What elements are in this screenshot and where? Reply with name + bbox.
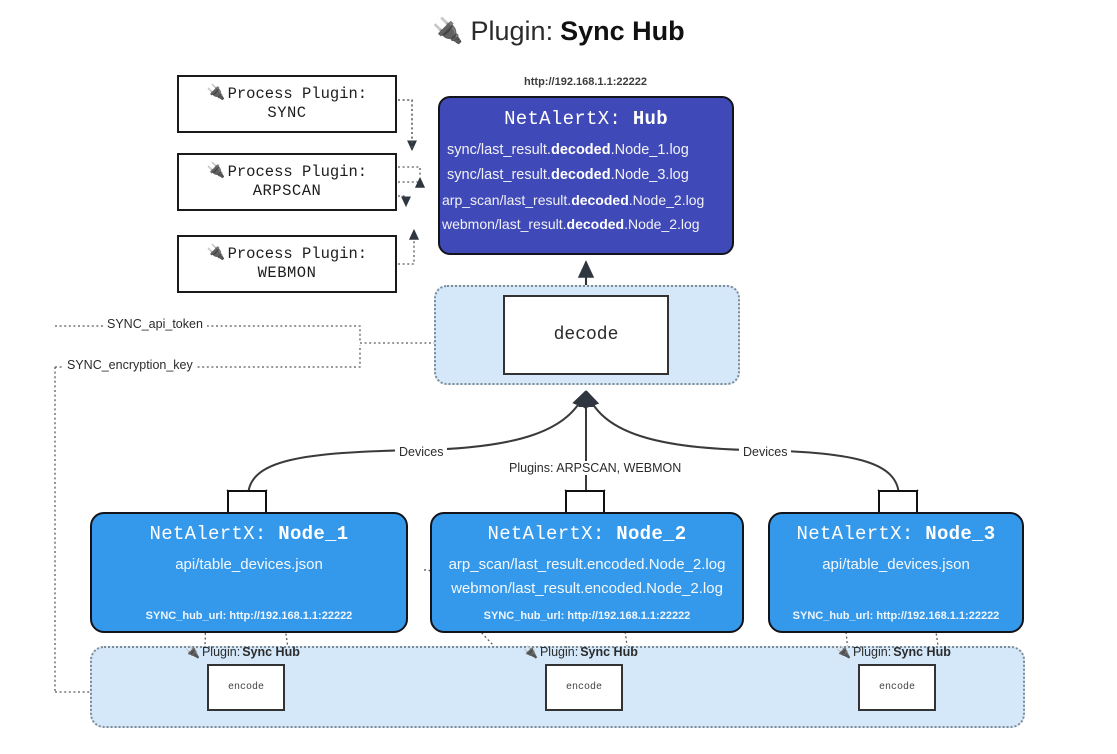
label-sync-encryption-key: SYNC_encryption_key	[63, 358, 197, 372]
hub-log-pre: webmon/last_result.	[442, 215, 567, 232]
node-line: arp_scan/last_result.encoded.Node_2.log	[448, 556, 726, 573]
page-title-prefix: Plugin:	[470, 16, 554, 46]
encode-plugin-label-1: 🔌Plugin: Sync Hub	[185, 645, 300, 659]
label-devices-right: Devices	[739, 445, 792, 459]
node-title: NetAlertX: Node_3	[770, 523, 1022, 545]
process-plugin-label: Process Plugin:	[227, 244, 368, 263]
encode-box-3[interactable]: encode	[858, 664, 936, 711]
hub-log-4: webmon/last_result.decoded.Node_2.log	[440, 212, 732, 236]
node-line: api/table_devices.json	[822, 556, 970, 573]
node-line: webmon/last_result.encoded.Node_2.log	[451, 580, 723, 597]
node-1[interactable]: NetAlertX: Node_1 api/table_devices.json…	[90, 512, 408, 633]
label-devices-left: Devices	[395, 445, 448, 459]
hub-log-post: .Node_2.log	[628, 191, 705, 208]
process-plugin-webmon[interactable]: 🔌Process Plugin: WEBMON	[177, 235, 397, 293]
node-title-prefix: NetAlertX:	[487, 523, 617, 545]
node-3[interactable]: NetAlertX: Node_3 api/table_devices.json…	[768, 512, 1024, 633]
label-sync-api-token: SYNC_api_token	[103, 317, 207, 331]
process-plugin-name: WEBMON	[257, 264, 317, 282]
hub-log-pre: sync/last_result.	[447, 166, 551, 183]
node-title: NetAlertX: Node_2	[432, 523, 742, 545]
encode-plugin-prefix: Plugin:	[201, 645, 241, 659]
process-plugin-label: Process Plugin:	[227, 162, 368, 181]
plug-icon: 🔌	[206, 162, 226, 180]
hub-title: NetAlertX: Hub	[440, 108, 732, 130]
process-plugin-arpscan[interactable]: 🔌Process Plugin: ARPSCAN	[177, 153, 397, 211]
hub-log-bold: decoded	[571, 191, 629, 208]
encode-plugin-label-2: 🔌Plugin: Sync Hub	[523, 645, 638, 659]
process-plugin-name: SYNC	[267, 104, 307, 122]
hub-log-pre: sync/last_result.	[447, 142, 551, 158]
plug-icon: 🔌	[206, 84, 226, 102]
label-plugins-middle: Plugins: ARPSCAN, WEBMON	[505, 461, 686, 475]
node-2[interactable]: NetAlertX: Node_2 arp_scan/last_result.e…	[430, 512, 744, 633]
node-line: api/table_devices.json	[175, 556, 323, 573]
hub-log-1: sync/last_result.decoded.Node_1.log	[440, 138, 732, 163]
hub-node[interactable]: NetAlertX: Hub sync/last_result.decoded.…	[438, 96, 734, 255]
node-footer: SYNC_hub_url: http://192.168.1.1:22222	[145, 610, 353, 622]
encode-plugin-name: Sync Hub	[580, 645, 638, 659]
node-title-name: Node_2	[616, 523, 687, 545]
node-title: NetAlertX: Node_1	[92, 523, 406, 545]
hub-log-bold: decoded	[566, 215, 625, 232]
encode-plugin-prefix: Plugin:	[539, 645, 579, 659]
encode-plugin-label-3: 🔌Plugin: Sync Hub	[836, 645, 951, 659]
plug-icon: 🔌	[432, 17, 464, 45]
plug-icon: 🔌	[206, 244, 226, 262]
encode-plugin-prefix: Plugin:	[852, 645, 892, 659]
hub-log-3: arp_scan/last_result.decoded.Node_2.log	[440, 188, 732, 212]
encode-plugin-name: Sync Hub	[893, 645, 951, 659]
hub-log-post: .Node_2.log	[624, 215, 700, 232]
encode-box-1[interactable]: encode	[207, 664, 285, 711]
hub-log-2: sync/last_result.decoded.Node_3.log	[440, 163, 732, 188]
page-title: 🔌 Plugin: Sync Hub	[0, 16, 1117, 47]
node-footer: SYNC_hub_url: http://192.168.1.1:22222	[792, 610, 1000, 622]
decode-box[interactable]: decode	[503, 295, 669, 375]
hub-log-bold: decoded	[550, 142, 611, 158]
plug-icon: 🔌	[836, 645, 851, 659]
hub-title-prefix: NetAlertX:	[504, 108, 633, 130]
hub-url-label: http://192.168.1.1:22222	[524, 76, 647, 88]
process-plugin-sync[interactable]: 🔌Process Plugin: SYNC	[177, 75, 397, 133]
node-title-prefix: NetAlertX:	[796, 523, 926, 545]
hub-title-name: Hub	[632, 108, 668, 130]
process-plugin-name: ARPSCAN	[252, 182, 322, 200]
encode-box-2[interactable]: encode	[545, 664, 623, 711]
encode-plugin-name: Sync Hub	[242, 645, 300, 659]
node-footer: SYNC_hub_url: http://192.168.1.1:22222	[483, 610, 691, 622]
hub-log-post: .Node_3.log	[610, 166, 689, 183]
plug-icon: 🔌	[185, 645, 200, 659]
node-title-prefix: NetAlertX:	[149, 523, 279, 545]
node-title-name: Node_3	[925, 523, 996, 545]
hub-log-post: .Node_1.log	[610, 142, 689, 158]
hub-log-bold: decoded	[550, 166, 611, 183]
hub-log-pre: arp_scan/last_result.	[442, 191, 572, 208]
process-plugin-label: Process Plugin:	[227, 84, 368, 103]
node-title-name: Node_1	[278, 523, 349, 545]
plug-icon: 🔌	[523, 645, 538, 659]
page-title-name: Sync Hub	[560, 16, 685, 46]
